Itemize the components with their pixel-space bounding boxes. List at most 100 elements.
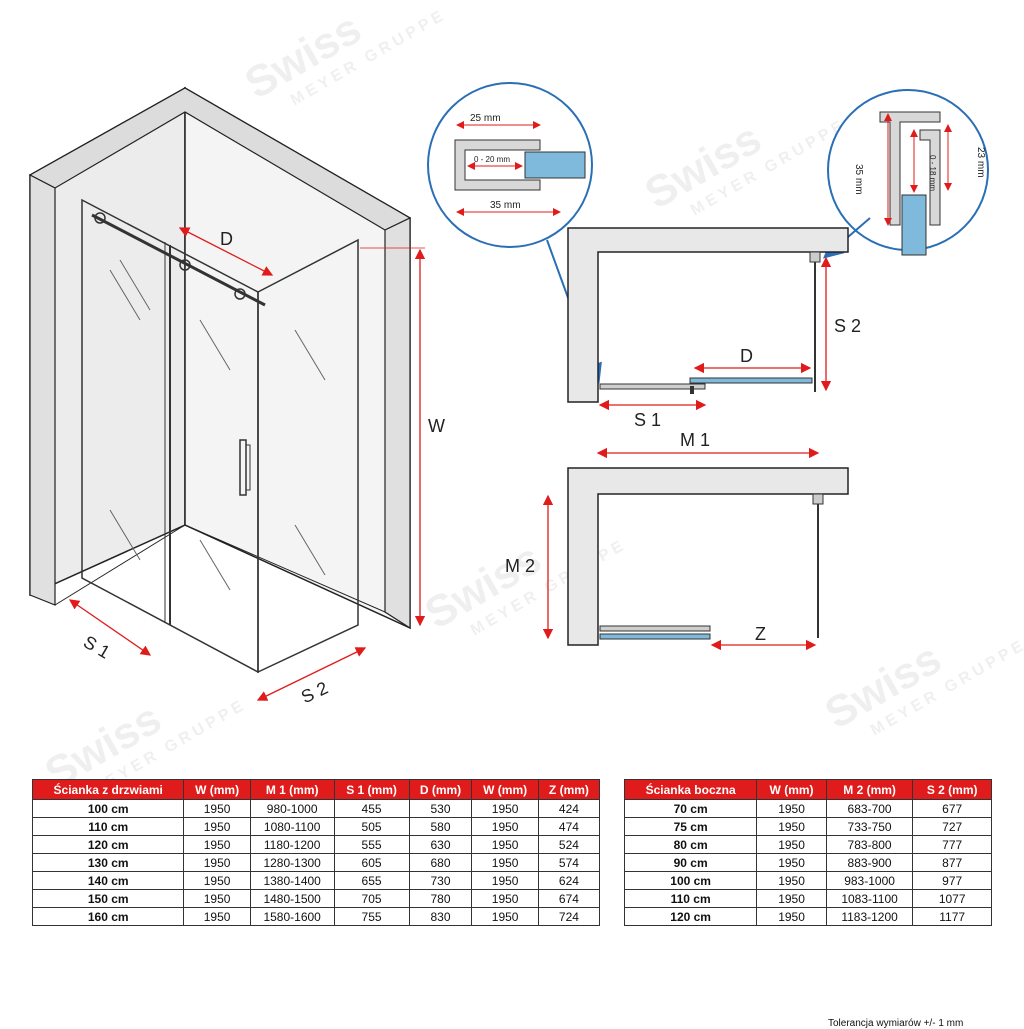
plan-s1-label: S 1 bbox=[634, 410, 661, 430]
table-cell: 1950 bbox=[183, 853, 251, 872]
table-cell: 1950 bbox=[756, 871, 827, 890]
plan-m1-label: M 1 bbox=[680, 430, 710, 450]
table-cell: 555 bbox=[333, 835, 410, 854]
table-cell: 1580-1600 bbox=[249, 907, 335, 926]
table-cell: 830 bbox=[408, 907, 473, 926]
plan-z-label: Z bbox=[755, 624, 766, 644]
table-cell: 90 cm bbox=[623, 853, 758, 872]
table-cell: 977 bbox=[912, 871, 992, 890]
table-cell: 755 bbox=[333, 907, 410, 926]
table-cell: 730 bbox=[408, 871, 473, 890]
table-cell: 605 bbox=[333, 853, 410, 872]
table-cell: 727 bbox=[912, 817, 992, 836]
iso-s2-label: S 2 bbox=[298, 678, 331, 708]
table-cell: 783-800 bbox=[825, 835, 914, 854]
table-cell: 100 cm bbox=[31, 799, 185, 818]
detail-right: 35 mm 0 - 18 mm 23 mm bbox=[822, 89, 989, 259]
detail-25mm: 25 mm bbox=[470, 113, 501, 124]
plan-d-label: D bbox=[740, 346, 753, 366]
table-cell: 505 bbox=[333, 817, 410, 836]
table-cell: 110 cm bbox=[31, 817, 185, 836]
detail-35mm: 35 mm bbox=[490, 200, 521, 211]
plan-view-top: D S 1 S 2 bbox=[567, 227, 861, 430]
table-cell: 120 cm bbox=[31, 835, 185, 854]
table-cell: 1480-1500 bbox=[249, 889, 335, 908]
table-cell: 424 bbox=[537, 799, 601, 818]
door-table-header: Z (mm) bbox=[537, 779, 601, 800]
table-cell: 677 bbox=[912, 799, 992, 818]
table-cell: 655 bbox=[333, 871, 410, 890]
table-cell: 1083-1100 bbox=[825, 889, 914, 908]
detail-23mm: 23 mm bbox=[975, 147, 986, 178]
detail-left: 25 mm 0 - 20 mm 35 mm bbox=[427, 82, 602, 384]
table-cell: 780 bbox=[408, 889, 473, 908]
table-cell: 474 bbox=[537, 817, 601, 836]
side-table-header: M 2 (mm) bbox=[825, 779, 914, 800]
side-table-header: Ścianka boczna bbox=[623, 779, 758, 800]
table-cell: 705 bbox=[333, 889, 410, 908]
table-cell: 580 bbox=[408, 817, 473, 836]
table-cell: 1950 bbox=[183, 871, 251, 890]
table-cell: 733-750 bbox=[825, 817, 914, 836]
table-cell: 80 cm bbox=[623, 835, 758, 854]
detail-35mm-v: 35 mm bbox=[853, 164, 864, 195]
table-cell: 130 cm bbox=[31, 853, 185, 872]
table-cell: 1950 bbox=[471, 853, 539, 872]
table-cell: 1950 bbox=[756, 853, 827, 872]
table-cell: 624 bbox=[537, 871, 601, 890]
table-cell: 1380-1400 bbox=[249, 871, 335, 890]
table-cell: 75 cm bbox=[623, 817, 758, 836]
table-cell: 680 bbox=[408, 853, 473, 872]
table-cell: 455 bbox=[333, 799, 410, 818]
table-cell: 630 bbox=[408, 835, 473, 854]
table-cell: 160 cm bbox=[31, 907, 185, 926]
table-cell: 1280-1300 bbox=[249, 853, 335, 872]
technical-drawing: D W S 1 S 2 25 mm 0 - 20 mm 35 mm 35 mm … bbox=[28, 82, 989, 708]
table-cell: 1950 bbox=[756, 799, 827, 818]
table-cell: 140 cm bbox=[31, 871, 185, 890]
table-cell: 1950 bbox=[471, 835, 539, 854]
table-cell: 1950 bbox=[183, 835, 251, 854]
table-cell: 1950 bbox=[756, 889, 827, 908]
table-cell: 1077 bbox=[912, 889, 992, 908]
table-cell: 70 cm bbox=[623, 799, 758, 818]
table-cell: 1950 bbox=[183, 907, 251, 926]
plan-view-bottom: M 1 M 2 Z bbox=[505, 430, 849, 651]
iso-w-label: W bbox=[428, 416, 445, 436]
table-cell: 1080-1100 bbox=[249, 817, 335, 836]
table-cell: 1950 bbox=[756, 835, 827, 854]
door-table-header: S 1 (mm) bbox=[333, 779, 410, 800]
side-table-header: S 2 (mm) bbox=[912, 779, 992, 800]
table-cell: 1950 bbox=[183, 889, 251, 908]
plan-m2-label: M 2 bbox=[505, 556, 535, 576]
door-table-header: D (mm) bbox=[408, 779, 473, 800]
table-cell: 883-900 bbox=[825, 853, 914, 872]
table-cell: 983-1000 bbox=[825, 871, 914, 890]
door-table-header: Ścianka z drzwiami bbox=[31, 779, 185, 800]
table-cell: 120 cm bbox=[623, 907, 758, 926]
table-cell: 1950 bbox=[471, 871, 539, 890]
table-cell: 877 bbox=[912, 853, 992, 872]
table-cell: 530 bbox=[408, 799, 473, 818]
table-cell: 683-700 bbox=[825, 799, 914, 818]
table-cell: 777 bbox=[912, 835, 992, 854]
table-cell: 1950 bbox=[471, 889, 539, 908]
side-table-header: W (mm) bbox=[756, 779, 827, 800]
iso-s1-label: S 1 bbox=[80, 632, 113, 663]
table-cell: 1177 bbox=[912, 907, 992, 926]
table-cell: 1950 bbox=[756, 817, 827, 836]
table-cell: 980-1000 bbox=[249, 799, 335, 818]
